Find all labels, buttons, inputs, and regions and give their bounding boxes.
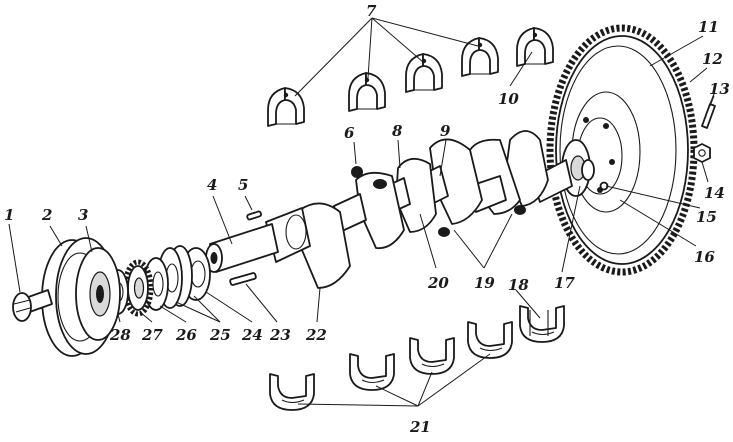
crankshaft [205,130,591,289]
callout-22: 22 [305,326,327,344]
crankshaft-pulley [41,237,121,357]
upper-bearing-shell [405,53,443,93]
callout-10: 10 [498,90,519,108]
flywheel-bushing [581,159,609,191]
oil-hole [438,227,450,237]
callout-17: 17 [554,274,575,292]
callout-20: 20 [427,274,449,292]
callout-1: 1 [4,206,14,224]
callout-15: 15 [696,208,717,226]
plug [351,166,363,178]
upper-bearing-shell [267,87,305,127]
callout-13: 13 [709,80,730,98]
upper-main-bearing-shells [267,27,554,127]
segment-key [229,272,257,286]
callout-3: 3 [78,206,88,224]
upper-bearing-shell [348,72,386,112]
callout-4: 4 [207,176,217,194]
lower-bearing-shell [409,337,455,375]
key [246,210,262,221]
callout-24: 24 [241,326,263,344]
callout-25: 25 [209,326,231,344]
callout-28: 28 [109,326,131,344]
callout-11: 11 [698,18,719,36]
bolt-hole [603,123,609,129]
callout-7: 7 [366,2,377,20]
timing-sprocket [122,259,154,317]
callout-27: 27 [141,326,163,344]
lower-bearing-shell [349,353,395,391]
callout-2: 2 [41,206,52,224]
callout-21: 21 [409,418,431,436]
callout-16: 16 [694,248,715,266]
oil-plug [373,179,387,189]
callout-labels: 1 2 3 4 5 6 7 8 9 10 11 12 13 14 15 16 1… [4,2,730,436]
ratchet-bolt [12,289,53,322]
callout-23: 23 [269,326,291,344]
leader-lines [8,17,715,407]
callout-19: 19 [474,274,495,292]
callout-26: 26 [175,326,197,344]
thrust-bearing-shell [516,27,554,67]
callout-6: 6 [344,124,355,142]
bolt-hole [609,159,615,165]
callout-9: 9 [440,122,451,140]
bolt-hole [583,117,589,123]
callout-8: 8 [392,122,403,140]
lower-bearing-shell [467,321,513,359]
callout-18: 18 [508,276,529,294]
thrust-half-rings [519,305,565,343]
callout-14: 14 [704,184,725,202]
callout-5: 5 [238,176,248,194]
callout-12: 12 [702,50,723,68]
oil-hole [514,205,526,215]
flywheel-nut [693,143,711,163]
